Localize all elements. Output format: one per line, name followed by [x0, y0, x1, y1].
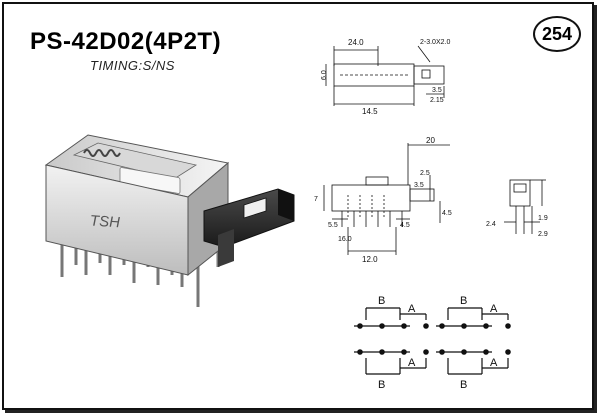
dim-side-4: 7 [314, 196, 318, 203]
end-view-drawing: 2.4 1.9 2.9 [486, 179, 548, 238]
dim-top-1: 24.0 [348, 38, 364, 47]
dim-side-3: 3.5 [414, 182, 424, 189]
dim-top-3: 6.0 [321, 70, 328, 80]
spring [83, 149, 121, 157]
dim-side-5: 4.5 [442, 210, 452, 217]
dim-top-5: 14.5 [362, 107, 378, 116]
dim-top-4: 3.5 [432, 87, 442, 94]
part-number-title: PS-42D02(4P2T) [30, 28, 222, 55]
dim-top-2: 2-3.0X2.0 [420, 39, 450, 46]
timing-label: TIMING:S/NS [90, 58, 175, 73]
dim-end-2: 1.9 [538, 215, 548, 222]
dim-side-1: 20 [426, 136, 435, 145]
dim-side-9: 4.5 [400, 222, 410, 229]
dim-end-1: 2.4 [486, 221, 496, 228]
dim-side-8: 5.5 [328, 222, 338, 229]
brand-mark: TSH [90, 212, 120, 231]
switch-photo: TSH [44, 134, 295, 307]
dim-top-6: 2.15 [430, 97, 444, 104]
schematic-label-7: A [490, 357, 498, 369]
schematic-label-3: B [460, 295, 467, 307]
side-view-drawing: 20 2.5 3.5 7 4.5 12.0 16.0 5.5 4.5 [314, 136, 452, 264]
schematic-label-8: B [460, 379, 467, 391]
schematic-label-4: A [490, 303, 498, 315]
page-number-badge: 254 [533, 16, 581, 52]
dim-side-6: 12.0 [362, 255, 378, 264]
schematic-label-2: A [408, 303, 416, 315]
top-view-drawing: 24.0 2-3.0X2.0 6.0 3.5 14.5 2.15 [321, 38, 450, 116]
dim-side-2: 2.5 [420, 170, 430, 177]
schematic-label-6: B [378, 379, 385, 391]
dim-end-3: 2.9 [538, 231, 548, 238]
schematic-label-1: B [378, 295, 385, 307]
circuit-schematic: B A B A A B A B [354, 295, 511, 391]
schematic-label-5: A [408, 357, 416, 369]
dim-side-7: 16.0 [338, 236, 352, 243]
